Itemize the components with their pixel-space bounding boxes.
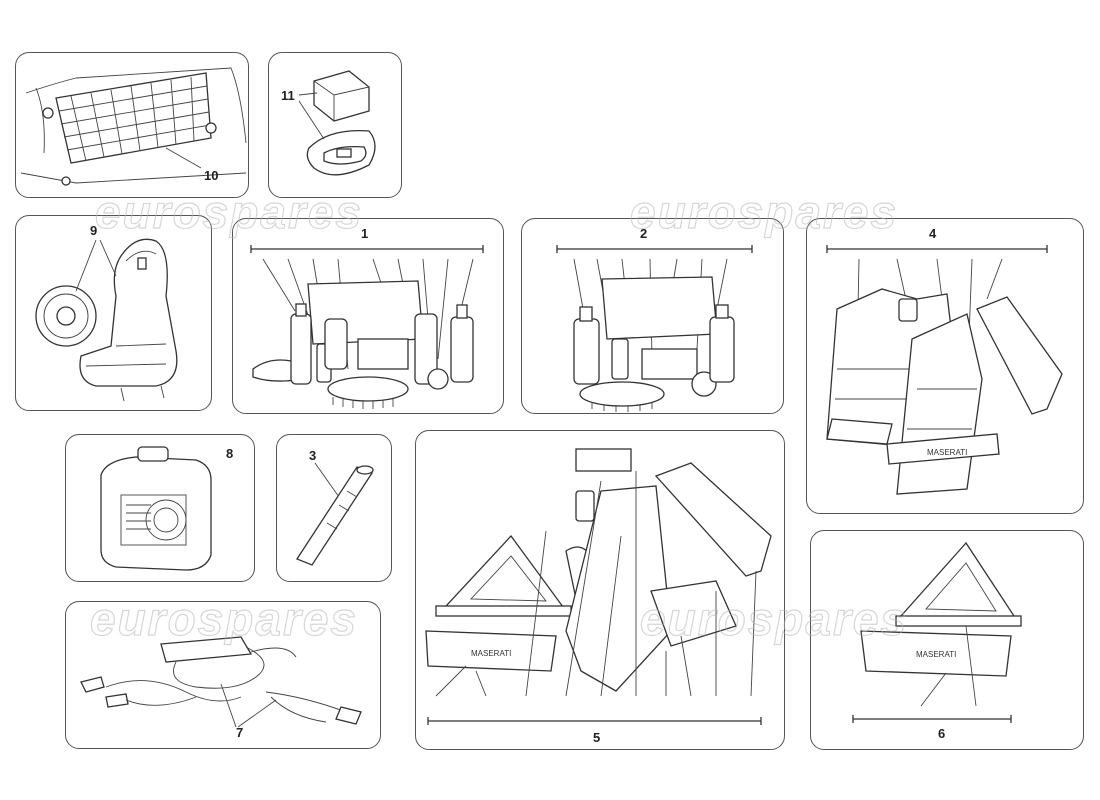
callout-1: 1 bbox=[361, 226, 369, 241]
charger-illustration bbox=[80, 636, 362, 728]
brand-label-triangle-bag: MASERATI bbox=[916, 650, 956, 659]
callout-10: 10 bbox=[204, 168, 219, 183]
panel-vest-kit[interactable]: MASERATI 4 bbox=[806, 218, 1084, 514]
callout-3: 3 bbox=[309, 448, 317, 463]
panel-first-aid[interactable]: 11 bbox=[268, 52, 402, 198]
warning-triangle-illustration: MASERATI bbox=[852, 541, 1022, 723]
panel-care-kit-2[interactable]: 2 bbox=[521, 218, 784, 414]
care-kit-1-illustration bbox=[250, 245, 484, 409]
first-aid-illustration bbox=[298, 70, 376, 176]
emergency-kit-illustration: MASERATI bbox=[425, 448, 772, 725]
panel-warning-triangle[interactable]: MASERATI 6 bbox=[810, 530, 1084, 750]
panel-luggage-net[interactable]: 10 bbox=[15, 52, 249, 198]
callout-8: 8 bbox=[226, 446, 234, 461]
callout-11: 11 bbox=[281, 88, 295, 103]
brand-label-bag: MASERATI bbox=[471, 649, 511, 658]
callout-9: 9 bbox=[90, 223, 98, 238]
seat-cover-illustration bbox=[35, 238, 178, 402]
panel-seat-cover[interactable]: 9 bbox=[15, 215, 212, 411]
panel-case[interactable]: 8 bbox=[65, 434, 255, 582]
callout-6: 6 bbox=[938, 726, 946, 741]
panel-care-kit-1[interactable]: 1 bbox=[232, 218, 504, 414]
flashlight-illustration bbox=[296, 462, 374, 566]
panel-flashlight[interactable]: 3 bbox=[276, 434, 392, 582]
callout-4: 4 bbox=[929, 226, 937, 241]
vest-kit-illustration: MASERATI bbox=[826, 245, 1063, 495]
callout-7: 7 bbox=[236, 725, 244, 740]
callout-5: 5 bbox=[593, 730, 601, 745]
brand-label-vest: MASERATI bbox=[927, 448, 967, 457]
case-illustration bbox=[100, 446, 212, 571]
panel-charger[interactable]: 7 bbox=[65, 601, 381, 749]
panel-emergency-kit[interactable]: MASERATI 5 bbox=[415, 430, 785, 750]
care-kit-2-illustration bbox=[556, 245, 753, 412]
luggage-net-illustration bbox=[20, 67, 247, 186]
callout-2: 2 bbox=[640, 226, 648, 241]
